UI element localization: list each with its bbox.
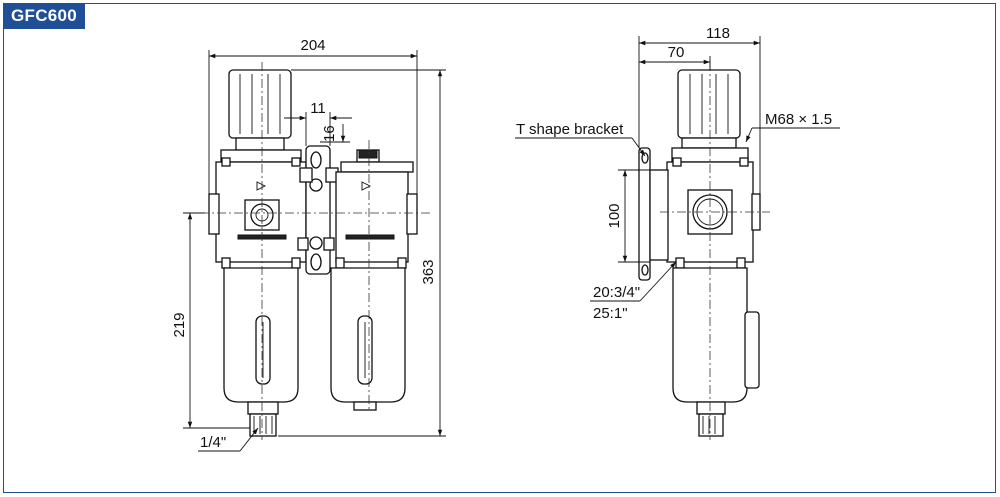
regulator-body bbox=[208, 149, 307, 269]
t-shape-bracket bbox=[638, 147, 669, 281]
side-regulator-body bbox=[666, 147, 761, 269]
label-drain-port: 1/4" bbox=[200, 434, 226, 451]
label-ring-thread: M68 × 1.5 bbox=[765, 111, 832, 128]
label-port-size-a: 20:3/4" bbox=[593, 284, 640, 301]
lubricator-body bbox=[335, 149, 418, 269]
lubricator-bowl bbox=[330, 267, 406, 411]
dim-side-width: 118 bbox=[706, 25, 730, 42]
dim-gap-width: 11 bbox=[310, 100, 326, 117]
dim-bracket-height: 100 bbox=[606, 203, 623, 228]
dim-overall-height: 363 bbox=[420, 259, 437, 284]
dim-side-half-width: 70 bbox=[668, 44, 685, 61]
regulator-knob bbox=[228, 69, 292, 151]
side-filter-bowl bbox=[672, 267, 760, 437]
dim-overall-width: 204 bbox=[300, 37, 325, 54]
dim-bowl-height: 219 bbox=[171, 312, 188, 337]
side-regulator-knob bbox=[677, 69, 741, 149]
drawing-frame bbox=[3, 3, 996, 493]
dim-gap-height: 16 bbox=[321, 125, 338, 142]
side-view: 118 70 T shape bracket M68 × 1.5 100 20:… bbox=[515, 25, 840, 440]
label-t-shape-bracket: T shape bracket bbox=[516, 121, 624, 138]
filter-bowl bbox=[223, 267, 299, 437]
connector-block bbox=[297, 145, 339, 275]
model-label: GFC600 bbox=[3, 3, 86, 29]
label-port-size-b: 25:1" bbox=[593, 305, 628, 322]
front-view: 204 11 16 363 219 1/4" bbox=[171, 37, 446, 452]
